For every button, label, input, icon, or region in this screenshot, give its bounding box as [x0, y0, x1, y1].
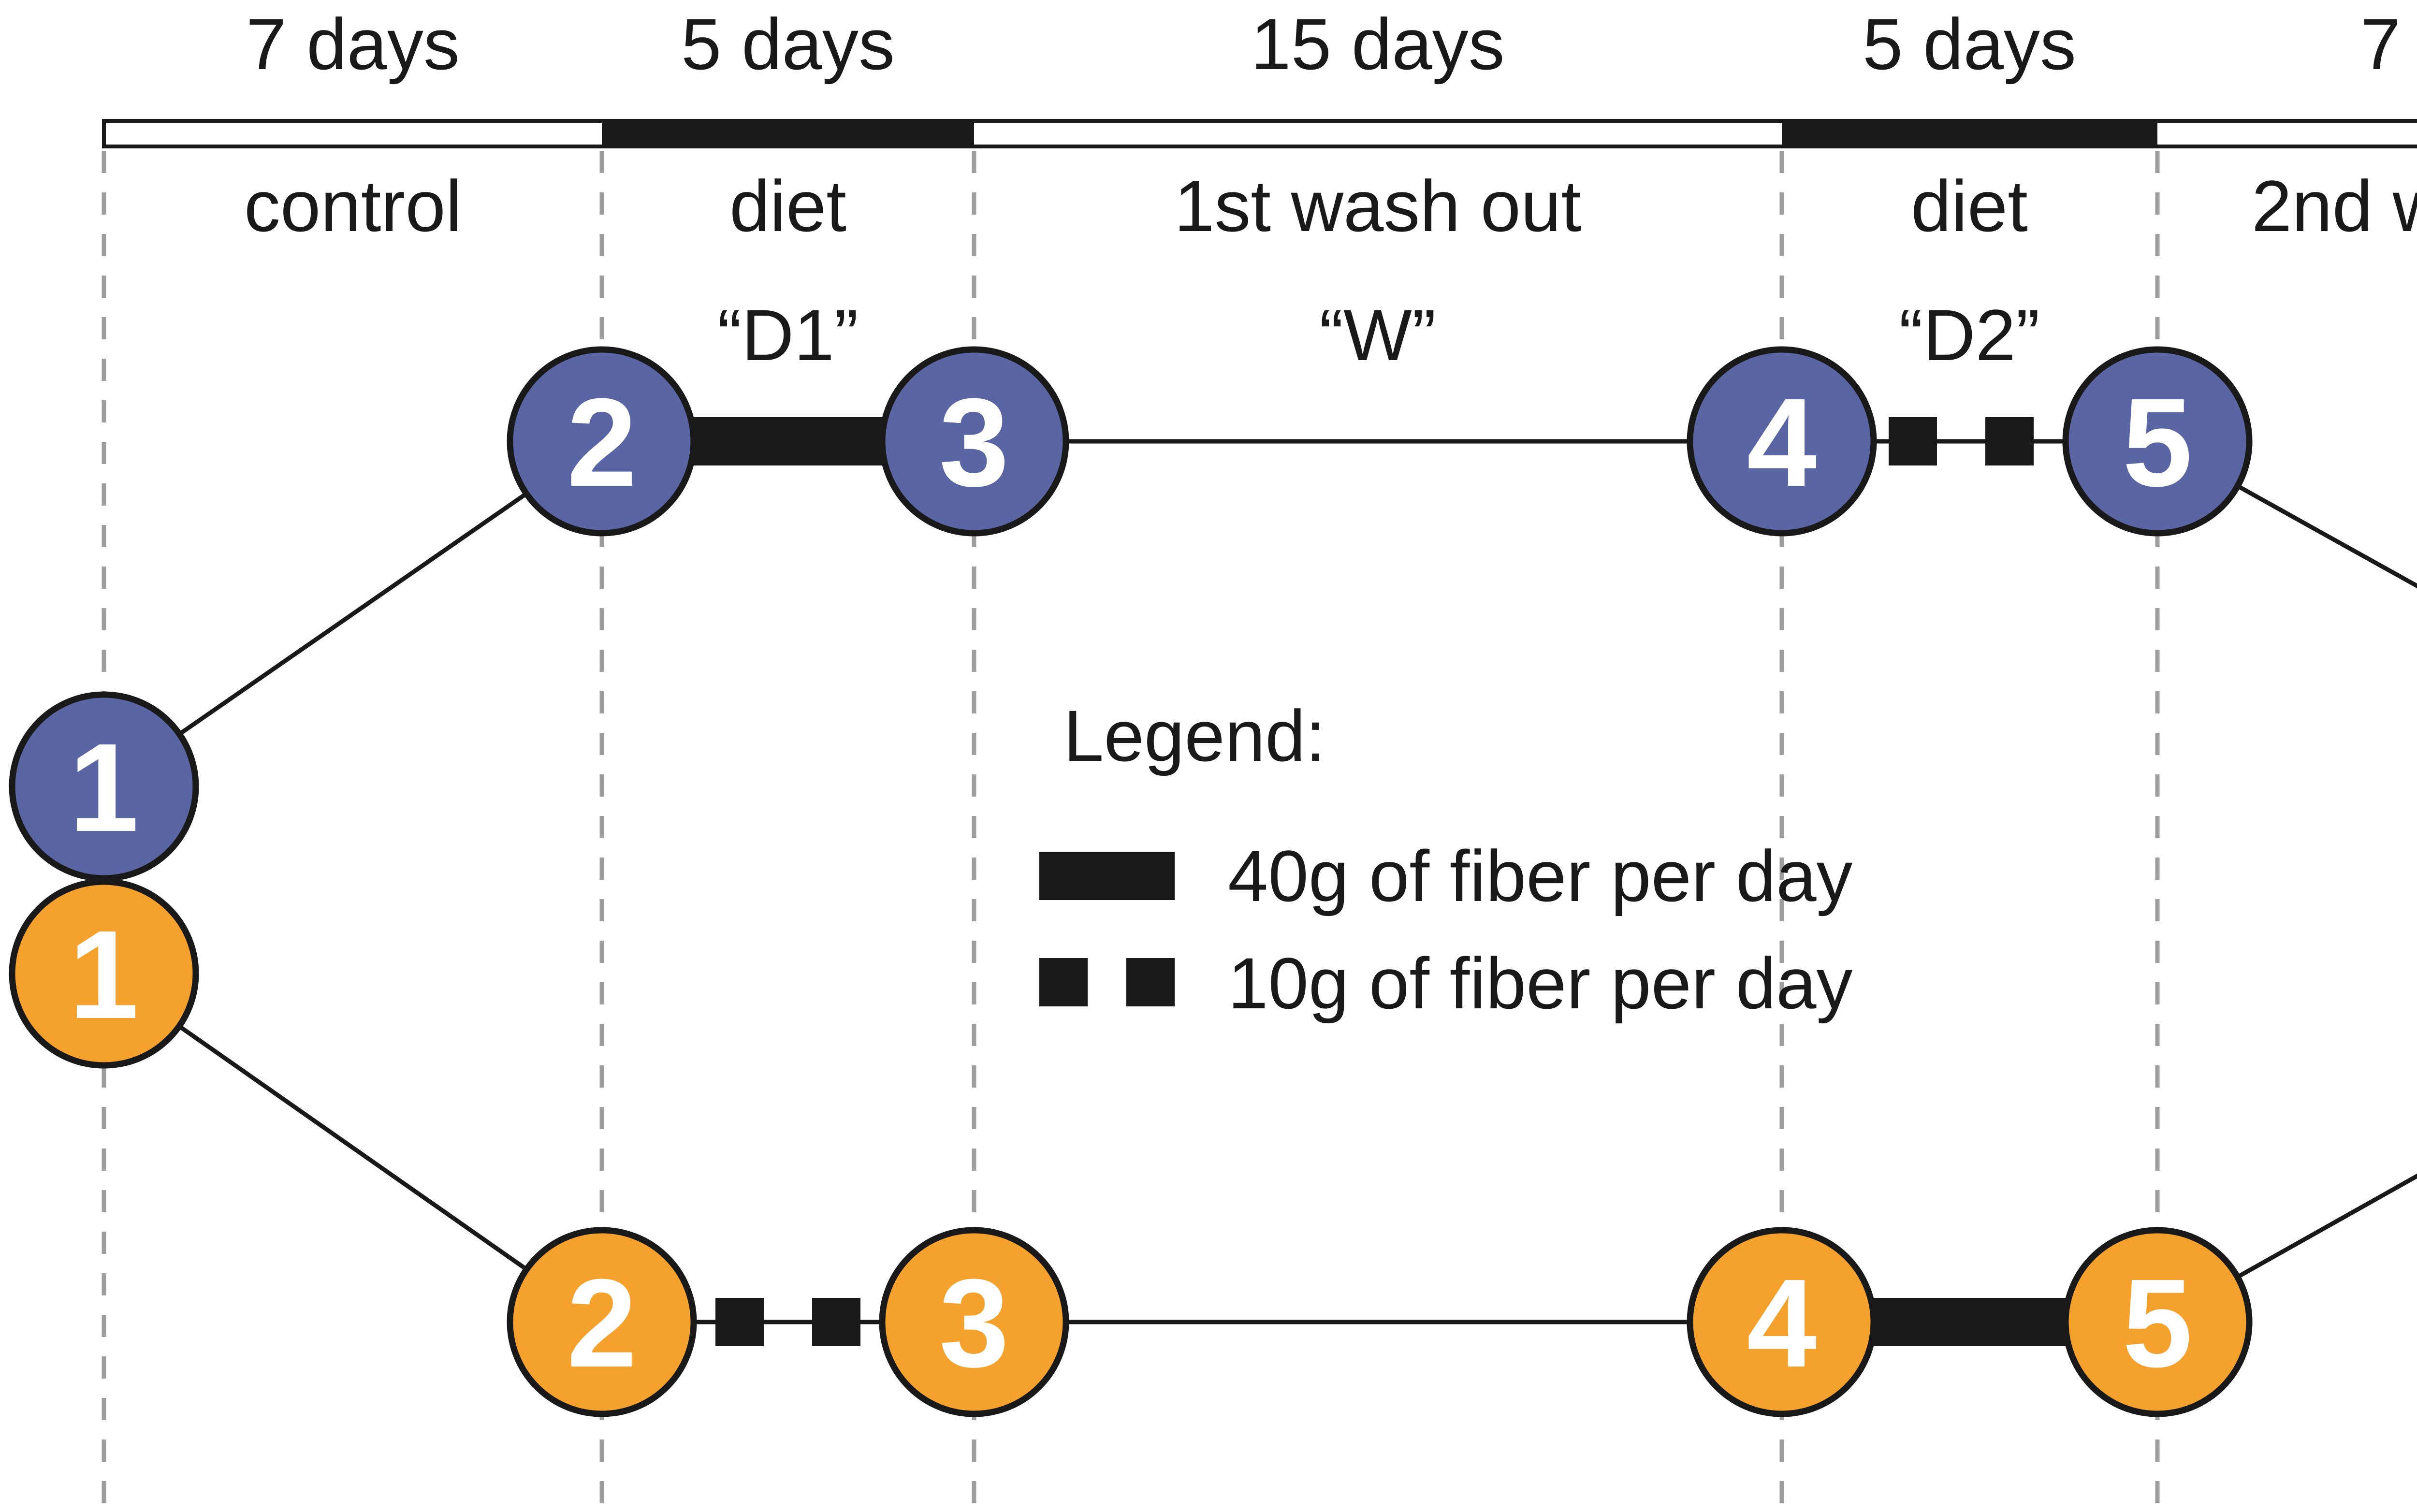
period-code-labels: “D1” “W” “D2”: [717, 294, 2040, 376]
node-number-top-2: 2: [567, 373, 637, 513]
node-number-bottom-2: 2: [567, 1253, 637, 1394]
duration-label-4: 5 days: [1863, 3, 2076, 85]
node-number-top-1: 1: [69, 718, 139, 858]
node-number-top-5: 5: [2123, 373, 2193, 513]
timeline-diet2-segment: [1782, 119, 2157, 148]
node-number-bottom-4: 4: [1747, 1253, 1818, 1394]
phase-label-control: control: [244, 165, 462, 247]
legend: Legend: 40g of fiber per day 10g of fibe…: [1039, 695, 1853, 1024]
node-number-bottom-3: 3: [939, 1253, 1009, 1394]
node-number-top-4: 4: [1747, 373, 1818, 513]
node-circle-top-3: [879, 346, 1069, 537]
timeline-bar: [102, 119, 2417, 148]
fiber-10g-square-top-a: [1889, 417, 1937, 465]
node-circle-bottom-4: [1687, 1227, 1877, 1417]
timeline-diet1-segment: [602, 119, 974, 148]
arm-bottom-nodes: 1 2 3 4 5 6: [9, 878, 2253, 1417]
connector-top-5-6: [2156, 439, 2417, 589]
connector-top-1-2: [102, 439, 603, 788]
duration-label-2: 5 days: [681, 3, 895, 85]
node-circle-top-4: [1687, 346, 1877, 537]
fiber-10g-square-bottom-a: [715, 1298, 764, 1346]
phase-label-diet1: diet: [729, 165, 846, 247]
legend-swatch-10g-square-b-icon: [1126, 958, 1175, 1006]
phase-label-washout2: 2nd wash out: [2252, 165, 2417, 247]
node-circle-top-1: [9, 691, 199, 882]
duration-labels: 7 days 5 days 15 days 5 days 7 days: [246, 3, 2417, 85]
node-number-bottom-1: 1: [69, 905, 139, 1045]
legend-label-40g: 40g of fiber per day: [1228, 835, 1853, 916]
arm-top-nodes: 1 2 3 4 5 6: [9, 346, 2253, 882]
node-circle-top-2: [507, 346, 697, 537]
phase-label-washout1: 1st wash out: [1174, 165, 1581, 247]
legend-swatch-40g-solid-bar-icon: [1039, 852, 1175, 900]
duration-label-1: 7 days: [246, 3, 460, 85]
phase-label-diet2: diet: [1911, 165, 2028, 247]
node-number-top-3: 3: [939, 373, 1009, 513]
connector-bottom-1-2: [102, 972, 603, 1324]
period-code-d1: “D1”: [717, 294, 859, 376]
node-circle-bottom-1: [9, 878, 199, 1069]
node-circle-bottom-2: [507, 1227, 697, 1417]
fiber-10g-square-bottom-b: [812, 1298, 860, 1346]
fiber-10g-square-top-b: [1985, 417, 2034, 465]
period-code-d2: “D2”: [1899, 294, 2040, 376]
duration-label-3: 15 days: [1251, 3, 1504, 85]
node-number-bottom-5: 5: [2123, 1253, 2193, 1394]
connector-bottom-5-6: [2156, 1173, 2417, 1324]
node-circle-bottom-5: [2062, 1227, 2253, 1417]
node-circle-bottom-3: [879, 1227, 1069, 1417]
phase-labels: control diet 1st wash out diet 2nd wash …: [244, 165, 2417, 247]
legend-swatch-10g-square-a-icon: [1039, 958, 1088, 1006]
period-code-w: “W”: [1319, 294, 1436, 376]
legend-title: Legend:: [1063, 695, 1325, 776]
duration-label-5: 7 days: [2360, 3, 2417, 85]
legend-label-10g: 10g of fiber per day: [1228, 943, 1853, 1024]
node-circle-top-5: [2062, 346, 2253, 537]
